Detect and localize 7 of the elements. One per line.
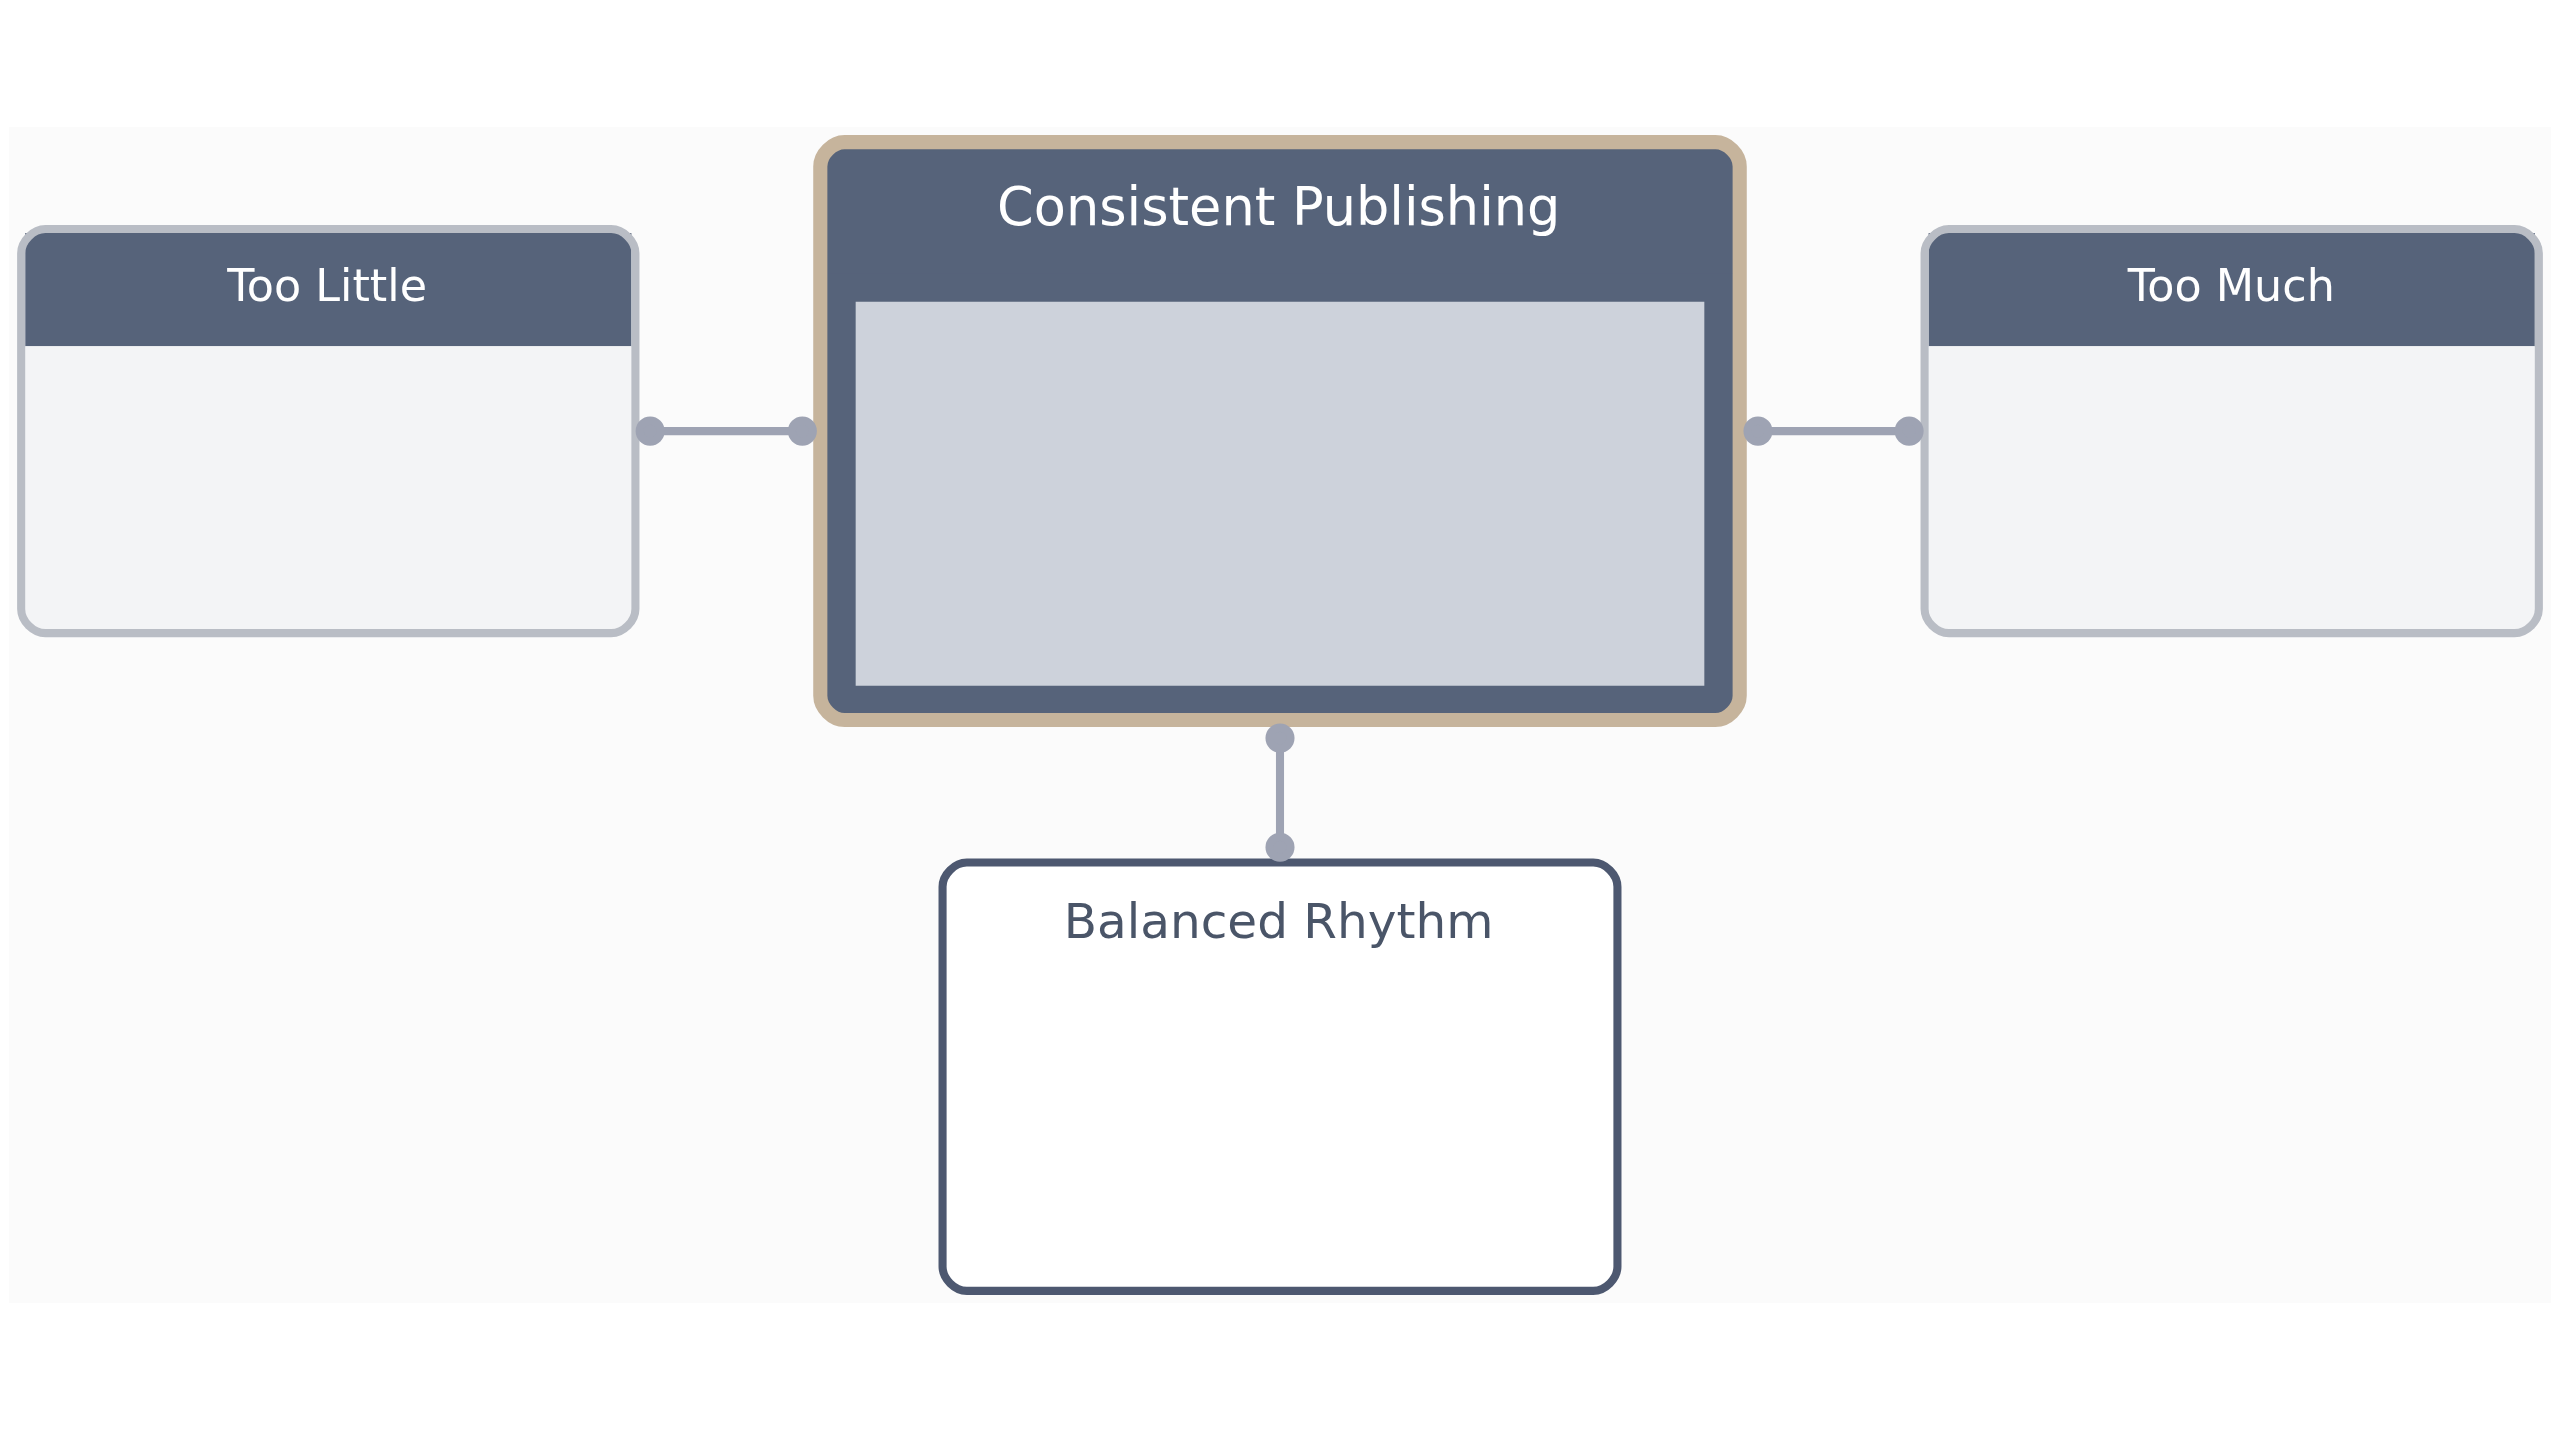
connector	[1743, 416, 1924, 446]
node-box: Too Little	[17, 224, 640, 637]
connector	[1265, 723, 1295, 862]
node-box: Too Much	[1920, 224, 2543, 637]
node-box: Consistent Publishing	[813, 134, 1747, 727]
connector	[635, 416, 817, 446]
node-box: Balanced Rhythm	[938, 857, 1622, 1295]
